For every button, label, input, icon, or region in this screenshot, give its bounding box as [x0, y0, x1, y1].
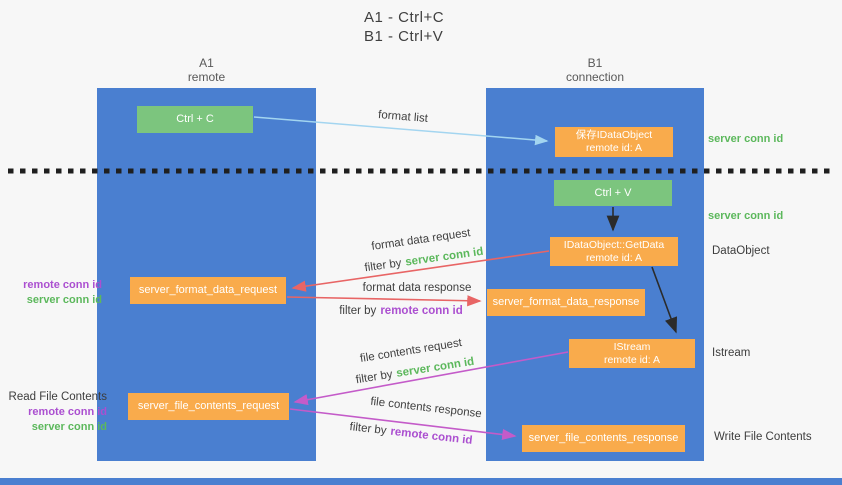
node-ctrl-c-label: Ctrl + C	[176, 113, 214, 125]
column-a1-id: A1	[199, 56, 214, 70]
node-format-response-label: server_format_data_response	[492, 296, 640, 308]
title-line-2: B1 - Ctrl+V	[364, 28, 444, 45]
node-istream-line1: IStream	[613, 340, 651, 353]
column-header-a1: A1 remote	[97, 56, 316, 84]
left-label-group-file: Read File Contents remote conn id server…	[2, 390, 107, 435]
node-ctrl-c: Ctrl + C	[137, 106, 253, 133]
left-label-group-format: remote conn id server conn id	[6, 278, 102, 308]
title-line-1: A1 - Ctrl+C	[364, 9, 445, 26]
label-server-conn-id-left-1: server conn id	[26, 294, 102, 306]
node-getdata-line2: remote id: A	[585, 251, 643, 264]
label-istream: Istream	[712, 347, 751, 359]
column-b1-id: B1	[587, 56, 603, 70]
filter-by-text-2: filter by	[339, 305, 377, 317]
label-server-conn-id-left-2: server conn id	[31, 421, 107, 433]
bottom-blue-bar	[0, 478, 842, 485]
format-list-arrow	[253, 116, 549, 146]
format-data-response-arrow	[286, 295, 482, 307]
node-getdata-line1: IDataObject::GetData	[563, 238, 665, 251]
node-format-request-label: server_format_data_request	[138, 284, 278, 296]
node-istream: IStream remote id: A	[569, 339, 695, 368]
label-remote-conn-id-left-1: remote conn id	[23, 279, 102, 291]
remote-conn-id-text-1: remote conn id	[380, 305, 463, 317]
node-server-format-data-request: server_format_data_request	[130, 277, 286, 304]
getdata-to-istream-arrow	[651, 266, 678, 334]
node-server-file-contents-request: server_file_contents_request	[128, 393, 289, 420]
column-b1-name: connection	[565, 70, 625, 84]
node-file-response-label: server_file_contents_response	[528, 432, 679, 444]
node-save-idataobject: 保存IDataObject remote id: A	[555, 127, 673, 157]
node-server-file-contents-response: server_file_contents_response	[522, 425, 685, 452]
node-istream-line2: remote id: A	[603, 353, 661, 366]
column-header-b1: B1 connection	[486, 56, 704, 84]
label-write-file-contents: Write File Contents	[714, 431, 812, 443]
format-data-request-arrow	[291, 250, 550, 292]
label-server-conn-id-top: server conn id	[708, 133, 784, 145]
node-file-request-label: server_file_contents_request	[137, 400, 280, 412]
label-read-file-contents: Read File Contents	[8, 391, 107, 403]
label-dataobject: DataObject	[712, 245, 770, 257]
node-save-line2: remote id: A	[585, 142, 643, 154]
node-server-format-data-response: server_format_data_response	[487, 289, 645, 316]
node-ctrl-v: Ctrl + V	[554, 180, 672, 206]
node-idataobject-getdata: IDataObject::GetData remote id: A	[550, 237, 678, 266]
node-save-line1: 保存IDataObject	[575, 129, 653, 141]
file-contents-response-arrow	[289, 408, 517, 441]
label-format-data-response: format data response	[362, 282, 472, 294]
file-contents-request-arrow	[293, 351, 569, 406]
label-server-conn-id-mid: server conn id	[708, 210, 784, 222]
node-ctrl-v-label: Ctrl + V	[594, 186, 632, 199]
diagram-title: A1 - Ctrl+C B1 - Ctrl+V	[364, 8, 444, 46]
label-remote-conn-id-left-2: remote conn id	[28, 406, 107, 418]
column-a1-name: remote	[187, 70, 226, 84]
